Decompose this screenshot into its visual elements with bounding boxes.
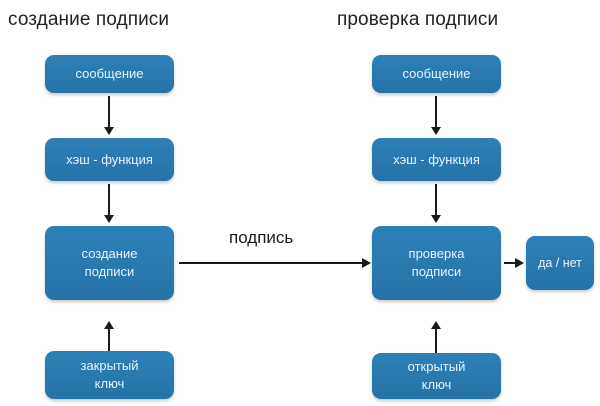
node-verify-result: да / нет bbox=[526, 236, 594, 290]
arrow-right-icon-create-to-verify bbox=[362, 258, 371, 268]
node-sign-create: создание подписи bbox=[45, 226, 174, 300]
edge-label-signature: подпись bbox=[229, 228, 294, 247]
connector-check-to-result-line bbox=[504, 262, 516, 264]
node-verify-check: проверка подписи bbox=[372, 226, 501, 300]
arrow-down-icon-verify-message-to-hash bbox=[431, 127, 441, 135]
arrow-up-icon-public-key-to-check bbox=[431, 321, 441, 329]
node-sign-create-label: создание подписи bbox=[81, 246, 138, 279]
node-sign-hash-label: хэш - функция bbox=[66, 151, 153, 167]
connector-verify-hash-to-check-line bbox=[435, 184, 437, 216]
node-verify-hash: хэш - функция bbox=[372, 138, 501, 181]
arrow-up-icon-private-key-to-create bbox=[104, 321, 114, 329]
arrow-down-icon-verify-hash-to-check bbox=[431, 215, 441, 223]
connector-public-key-to-check-line bbox=[435, 328, 437, 353]
arrow-down-icon-sign-message-to-hash bbox=[104, 127, 114, 135]
connector-verify-message-to-hash-line bbox=[435, 96, 437, 128]
node-verify-hash-label: хэш - функция bbox=[393, 151, 480, 167]
node-verify-message-label: сообщение bbox=[402, 66, 471, 81]
node-sign-message-label: сообщение bbox=[75, 66, 144, 81]
right-column-title: проверка подписи bbox=[337, 9, 499, 30]
node-verify-result-label: да / нет bbox=[538, 256, 582, 270]
node-sign-hash: хэш - функция bbox=[45, 138, 174, 181]
node-sign-private-key: закрытый ключ bbox=[45, 351, 174, 399]
node-verify-message: сообщение bbox=[372, 55, 501, 93]
node-verify-check-label: проверка подписи bbox=[408, 246, 465, 279]
node-sign-private-key-label: закрытый ключ bbox=[80, 358, 139, 391]
node-verify-public-key-label: открытый ключ bbox=[407, 359, 466, 392]
connector-private-key-to-create-line bbox=[108, 328, 110, 351]
connector-sign-hash-to-create-line bbox=[108, 184, 110, 216]
left-column-title: создание подписи bbox=[8, 9, 170, 30]
arrow-right-icon-check-to-result bbox=[515, 258, 524, 268]
node-verify-public-key: открытый ключ bbox=[372, 353, 501, 399]
node-sign-message: сообщение bbox=[45, 55, 174, 93]
connector-sign-message-to-hash-line bbox=[108, 96, 110, 128]
connector-create-to-verify-line bbox=[179, 262, 363, 264]
arrow-down-icon-sign-hash-to-create bbox=[104, 215, 114, 223]
